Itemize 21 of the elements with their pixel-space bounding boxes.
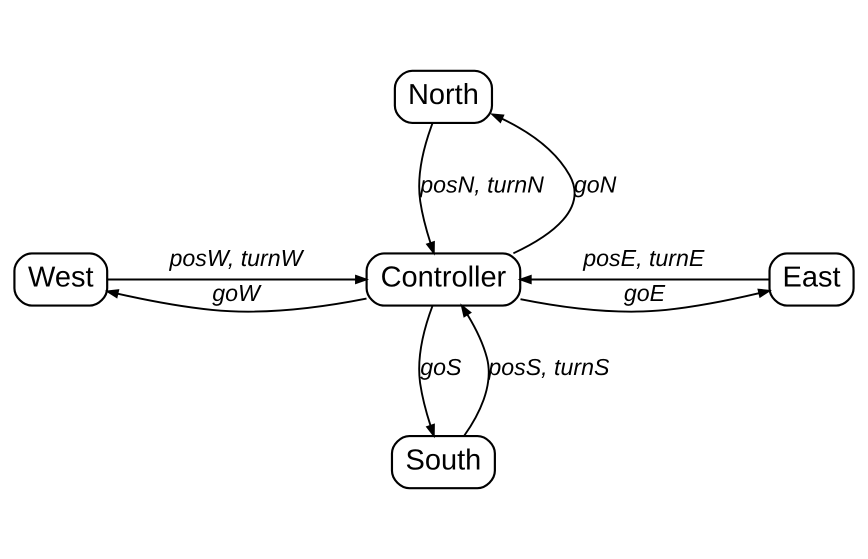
arrow xyxy=(460,303,490,437)
arrow xyxy=(418,122,435,256)
edge-label: posE, turnE xyxy=(583,245,704,272)
arrow xyxy=(490,113,576,254)
edge-label: posW, turnW xyxy=(170,245,303,272)
node-box: South xyxy=(390,434,496,490)
edge-label: goN xyxy=(574,171,616,198)
edge-label: goE xyxy=(624,280,666,306)
arrow xyxy=(520,288,772,313)
arrow xyxy=(107,274,369,284)
edge-label: posS, turnS xyxy=(488,354,610,380)
node-box: North xyxy=(394,70,494,124)
arrow xyxy=(518,274,770,284)
arrow xyxy=(418,305,435,438)
node-box: West xyxy=(13,252,108,307)
node-box: East xyxy=(768,252,855,307)
arrow xyxy=(104,289,367,313)
node-box: Controller xyxy=(366,252,522,307)
edge-label: posN, turnN xyxy=(420,171,544,198)
edge-label: goS xyxy=(420,354,462,380)
edge-label: goW xyxy=(212,280,260,306)
